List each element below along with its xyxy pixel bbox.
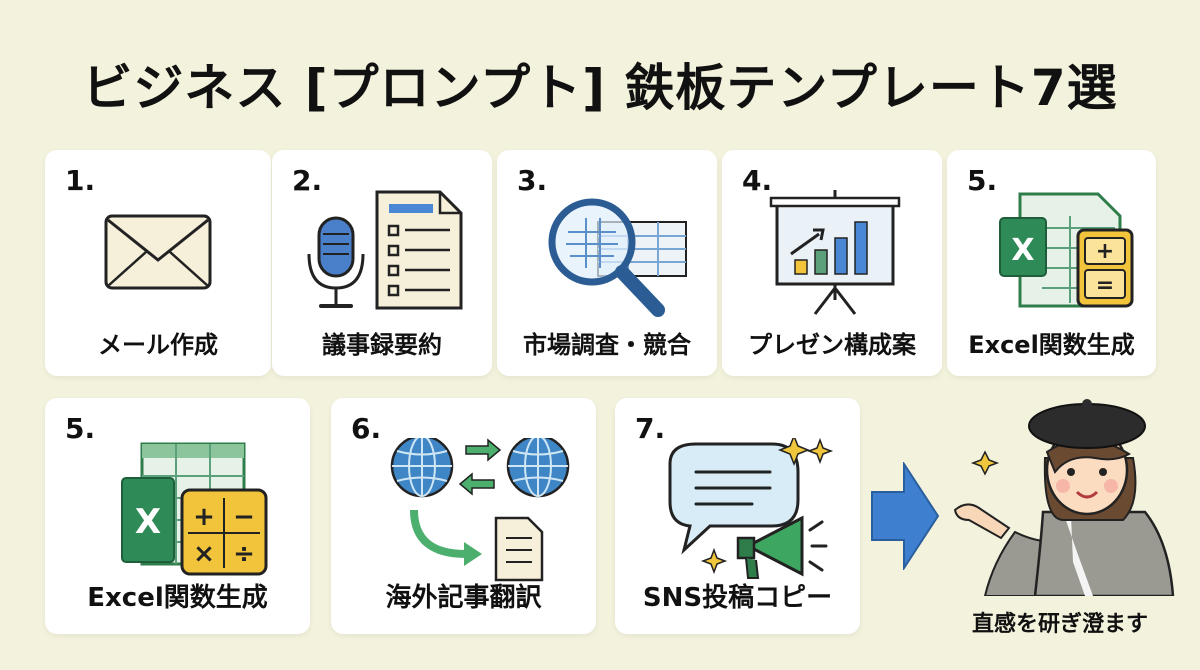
template-card-minutes[interactable]: 2. 議事録要約 — [272, 150, 492, 376]
magnifier-spreadsheet-icon — [548, 198, 687, 317]
card-label: Excel関数生成 — [968, 331, 1135, 359]
calc-symbol: ÷ — [233, 539, 255, 569]
calc-symbol: = — [1096, 273, 1114, 298]
presentation-board-icon — [769, 190, 901, 315]
excel-letter: X — [1011, 233, 1034, 268]
page-title: ビジネス [プロンプト] 鉄板テンプレート7選 — [82, 59, 1118, 117]
excel-letter: X — [135, 502, 161, 542]
calc-symbol: + — [1096, 239, 1114, 264]
calc-symbol: + — [193, 502, 215, 532]
envelope-icon — [104, 214, 212, 290]
card-label: SNS投稿コピー — [642, 583, 833, 613]
template-card-email[interactable]: 1. メール作成 — [45, 150, 271, 376]
template-card-sns[interactable]: 7. SNS投稿コピー — [615, 398, 860, 634]
card-number: 5. — [65, 412, 96, 445]
template-card-excel[interactable]: 5. X + = Excel関数生成 — [947, 150, 1156, 376]
template-card-market-research[interactable]: 3. 市場調査・競合 — [497, 150, 717, 376]
card-number: 4. — [742, 164, 773, 197]
card-number: 5. — [967, 164, 998, 197]
card-label: Excel関数生成 — [87, 583, 268, 613]
template-card-translation[interactable]: 6. 海外記事翻訳 — [331, 398, 596, 634]
card-number: 3. — [517, 164, 548, 197]
card-label: 海外記事翻訳 — [385, 583, 542, 613]
speech-megaphone-icon — [668, 438, 834, 579]
calc-symbol: − — [233, 502, 255, 532]
card-label: 議事録要約 — [322, 331, 442, 359]
microphone-document-icon — [307, 190, 463, 310]
calc-symbol: × — [193, 539, 215, 569]
card-number: 2. — [292, 164, 323, 197]
template-card-presentation[interactable]: 4. プレゼン構成案 — [722, 150, 942, 376]
globe-translation-icon — [390, 438, 570, 582]
arrow-right-icon — [871, 462, 940, 570]
caption-text: 直感を研ぎ澄ます — [971, 612, 1148, 637]
card-label: メール作成 — [98, 331, 218, 359]
excel-calculator-icon: X + − × ÷ — [121, 442, 268, 576]
person-illustration — [953, 399, 1175, 596]
excel-calculator-icon: X + = — [999, 192, 1134, 308]
template-card-excel-2[interactable]: 5. X + − × ÷ Excel関数生成 — [45, 398, 310, 634]
card-number: 7. — [635, 412, 666, 445]
card-number: 1. — [65, 164, 96, 197]
card-label: 市場調査・競合 — [523, 331, 691, 359]
card-number: 6. — [351, 412, 382, 445]
card-label: プレゼン構成案 — [748, 331, 916, 359]
